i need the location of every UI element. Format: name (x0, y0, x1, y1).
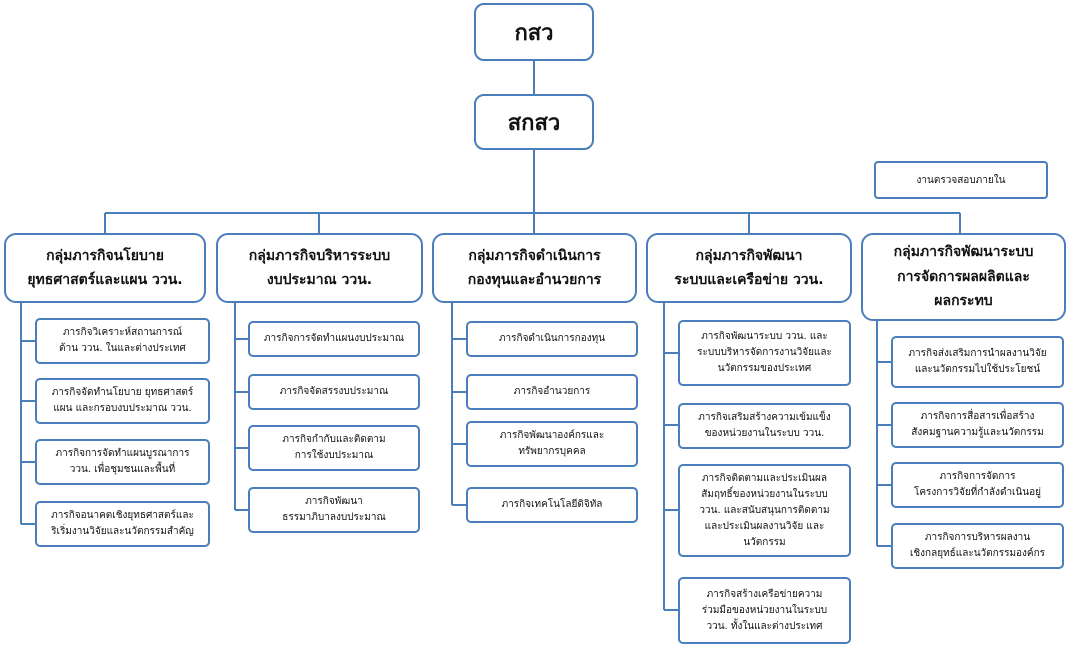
second-node: สกสว (474, 94, 594, 150)
task-box: ภารกิจพัฒนาองค์กรและ ทรัพยากรบุคคล (466, 421, 638, 467)
task-box: ภารกิจจัดสรรงบประมาณ (248, 374, 420, 410)
task-box: ภารกิจดำเนินการกองทุน (466, 321, 638, 357)
task-box: ภารกิจจัดทำนโยบาย ยุทธศาสตร์ แผน และกรอบ… (35, 378, 210, 424)
group-policy: กลุ่มภารกิจนโยบาย ยุทธศาสตร์และแผน ววน. (4, 233, 206, 303)
group-network: กลุ่มภารกิจพัฒนา ระบบและเครือข่าย ววน. (646, 233, 852, 303)
task-box: ภารกิจการจัดทำแผนบูรณาการ ววน. เพื่อชุมช… (35, 439, 210, 485)
task-box: ภารกิจการจัดการ โครงการวิจัยที่กำลังดำเน… (891, 462, 1064, 508)
task-box: ภารกิจวิเคราะห์สถานการณ์ ด้าน ววน. ในและ… (35, 318, 210, 364)
task-box: ภารกิจกำกับและติดตาม การใช้งบประมาณ (248, 425, 420, 471)
task-box: ภารกิจสร้างเครือข่ายความ ร่วมมือของหน่วย… (678, 577, 851, 644)
task-box: ภารกิจการจัดทำแผนงบประมาณ (248, 321, 420, 357)
group-budget: กลุ่มภารกิจบริหารระบบ งบประมาณ ววน. (216, 233, 423, 303)
task-box: ภารกิจอำนวยการ (466, 374, 638, 410)
task-box: ภารกิจอนาคตเชิงยุทธศาสตร์และ ริเริ่มงานว… (35, 501, 210, 547)
task-box: ภารกิจเทคโนโลยีดิจิทัล (466, 487, 638, 523)
audit-node: งานตรวจสอบภายใน (874, 161, 1048, 199)
task-box: ภารกิจพัฒนา ธรรมาภิบาลงบประมาณ (248, 487, 420, 533)
task-box: ภารกิจพัฒนาระบบ ววน. และ ระบบบริหารจัดกา… (678, 320, 851, 386)
task-box: ภารกิจส่งเสริมการนำผลงานวิจัย และนวัตกรร… (891, 336, 1064, 388)
task-box: ภารกิจติดตามและประเมินผล สัมฤทธิ์ของหน่ว… (678, 464, 851, 557)
top-node: กสว (474, 3, 594, 61)
group-fund: กลุ่มภารกิจดำเนินการ กองทุนและอำนวยการ (432, 233, 637, 303)
task-box: ภารกิจการบริหารผลงาน เชิงกลยุทธ์และนวัตก… (891, 523, 1064, 569)
group-output: กลุ่มภารกิจพัฒนาระบบ การจัดการผลผลิตและ … (861, 233, 1066, 321)
task-box: ภารกิจการสื่อสารเพื่อสร้าง สังคมฐานความร… (891, 402, 1064, 448)
task-box: ภารกิจเสริมสร้างความเข้มแข็ง ของหน่วยงาน… (678, 403, 851, 449)
